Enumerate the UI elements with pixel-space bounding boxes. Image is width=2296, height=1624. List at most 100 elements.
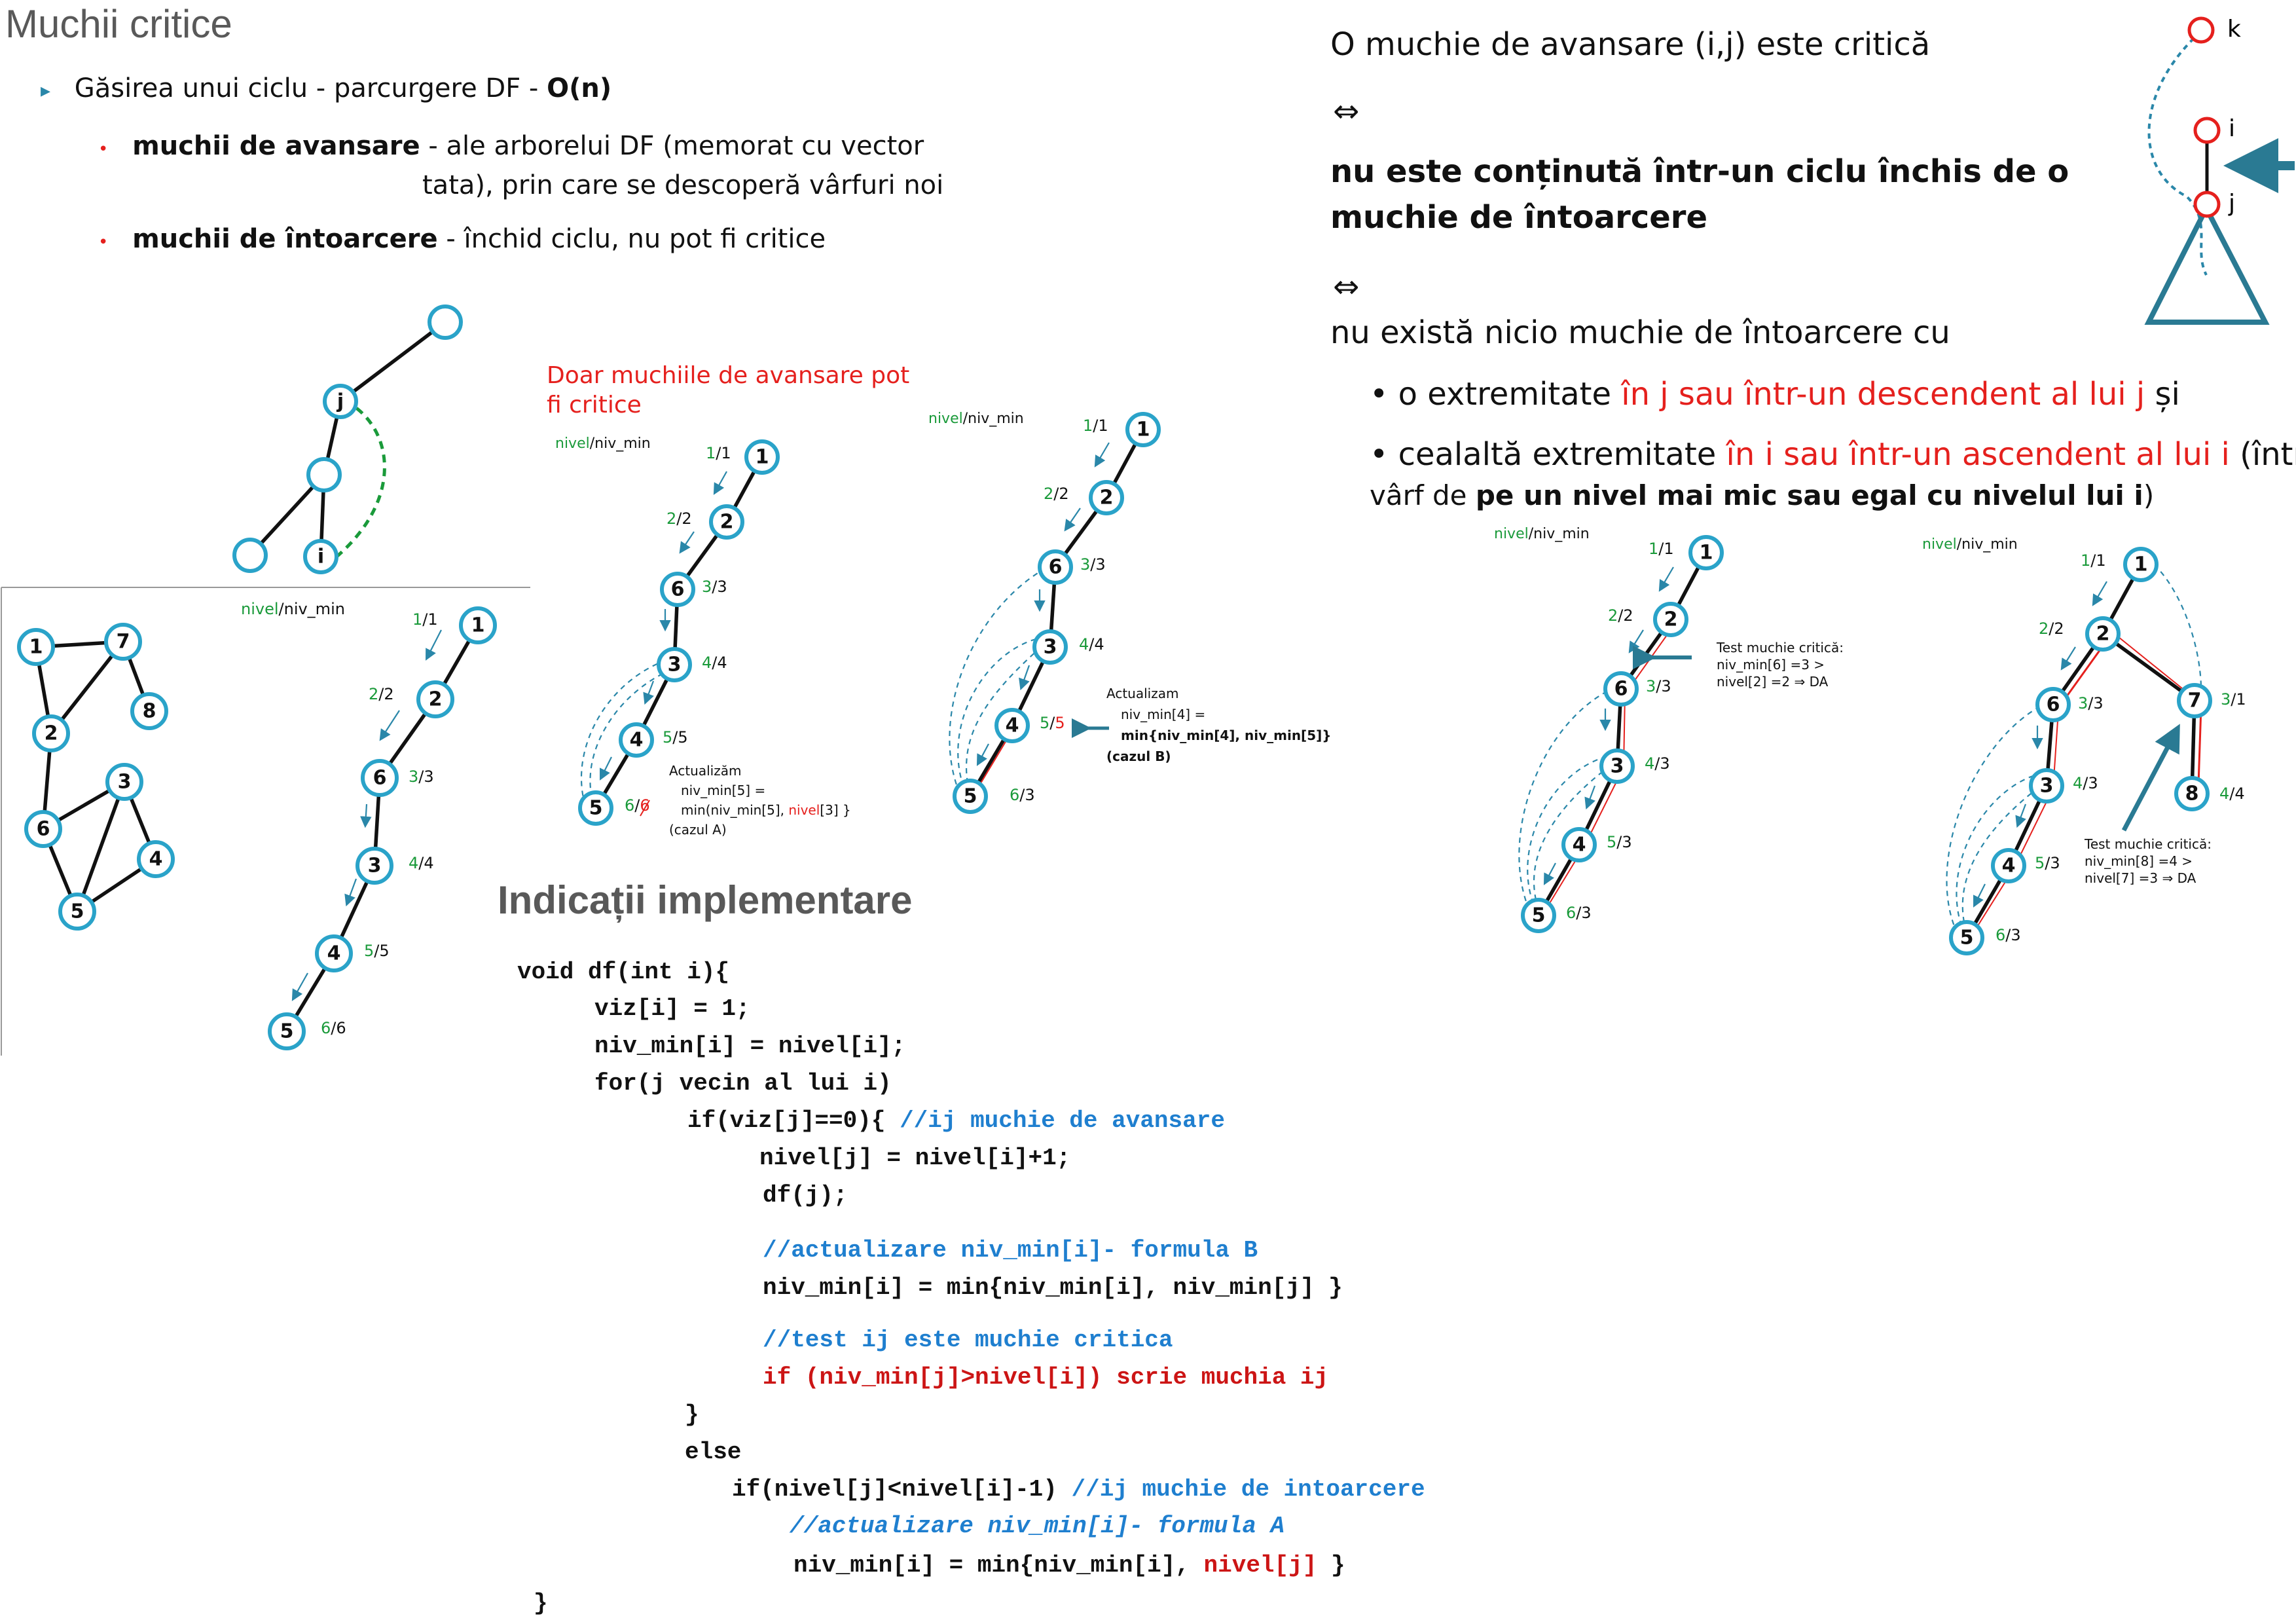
graph-node-label: 7	[117, 631, 130, 654]
tree-node-label: 5	[589, 797, 603, 820]
back-edge	[580, 661, 661, 806]
code-line-15: //actualizare niv_min[i]- formula A	[790, 1513, 1285, 1540]
condition-bullet-i-line2-a: vârf de	[1370, 479, 1476, 511]
back-edge	[957, 638, 1036, 788]
tree-node-label: 4	[327, 942, 341, 965]
traversal-arrow	[344, 878, 357, 907]
traversal-arrow	[976, 743, 989, 766]
code-line-16-code: niv_min[i] = min{niv_min[i],	[793, 1552, 1204, 1579]
condition-bullet-i-line2-c: )	[2143, 479, 2155, 511]
code-line-2: viz[i] = 1;	[594, 995, 750, 1022]
bullet-find-cycle-text: Găsirea unui ciclu - parcurgere DF -	[74, 73, 547, 103]
tree2-heading-line2: fi critice	[547, 392, 642, 418]
level-value: 5	[663, 728, 672, 747]
tree-node	[660, 572, 695, 607]
complexity-label: O(n)	[547, 73, 612, 103]
level-value: 3	[409, 767, 418, 786]
tree-node	[315, 934, 353, 972]
tree4-note-line2: niv_min[6] =3 >	[1717, 657, 1825, 673]
tree2-header-nivel: nivel	[555, 435, 590, 452]
level-value: 3	[1080, 555, 1090, 574]
mini-subtree-triangle	[2144, 202, 2270, 325]
code-line-7: df(j);	[763, 1182, 848, 1209]
condition-bullet-i-red: în i sau într-un ascendent al lui i	[1726, 436, 2230, 473]
traversal-arrow	[1064, 507, 1081, 532]
level-label: 6/6	[625, 796, 650, 815]
back-edges-desc: - închid ciclu, nu pot fi critice	[437, 224, 826, 254]
min-level-value: 6	[640, 796, 649, 815]
tree-node-label: 2	[720, 511, 734, 534]
level-label: 5/3	[2035, 854, 2060, 872]
tree2-note-line3-a: min(niv_min[5],	[681, 802, 788, 818]
level-value: 4	[1079, 635, 1089, 654]
df-tree-5: nivel/niv_min	[1922, 536, 2246, 955]
tree-node	[1653, 602, 1688, 637]
level-value: 1	[2081, 551, 2090, 570]
tree-node	[709, 504, 744, 540]
tree2-note-line4: (cazul A)	[669, 822, 727, 838]
small-tree-node-j	[323, 384, 358, 419]
df-tree-3: nivel/niv_min 1 2 6 3 4	[928, 411, 1332, 814]
tree-node	[657, 647, 692, 682]
small-tree-diagram: j i	[232, 304, 463, 574]
tree-node	[1038, 549, 1073, 585]
tree4-header: nivel/niv_min	[1494, 526, 1590, 542]
min-level-value: 3	[1025, 786, 1034, 804]
equivalence-symbol-1: ⇔	[1333, 93, 1360, 130]
level-label: 1/1	[412, 610, 438, 629]
graph-node	[137, 840, 175, 878]
code-line-11: if (niv_min[j]>nivel[i]) scrie muchia ij	[763, 1364, 1329, 1391]
small-tree-node-i	[303, 539, 338, 574]
level-value: 5	[2035, 854, 2045, 872]
tree-node-label: 6	[1049, 556, 1063, 579]
tree5-note-line3: nivel[7] =3 ⇒ DA	[2085, 870, 2196, 886]
traversal-arrow	[713, 471, 727, 495]
graph-node-label: 8	[143, 700, 156, 723]
level-value: 2	[1044, 485, 1053, 503]
level-value: 6	[1010, 786, 1019, 804]
graph-node	[32, 714, 70, 752]
tree-node	[994, 708, 1030, 743]
tree-node-label: 5	[1960, 927, 1974, 950]
tree4-header-nivel: nivel	[1494, 526, 1529, 542]
code-line-6: nivel[j] = nivel[i]+1;	[759, 1145, 1071, 1172]
tree-node	[1949, 920, 1984, 955]
tree-node-label: 1	[2134, 553, 2148, 576]
tree-node-label: 2	[2096, 623, 2110, 646]
tree-node-label: 4	[630, 729, 644, 752]
condition-bullet-i-line2: vârf de pe un nivel mai mic sau egal cu …	[1370, 479, 2154, 511]
df-tree-1: nivel/niv_min 1 2 6 3 4 5 1/1 2/2	[241, 600, 497, 1050]
tree5-header-nivel: nivel	[1922, 536, 1957, 553]
mini-node-i	[2193, 117, 2221, 144]
graph-node-label: 5	[71, 900, 84, 923]
level-label: 6/3	[1995, 926, 2021, 944]
code-line-16-red: nivel[j]	[1203, 1552, 1317, 1579]
min-level-value: 3	[1622, 833, 1631, 851]
code-line-14: if(nivel[j]<nivel[i]-1) //ij muchie de i…	[732, 1476, 1425, 1503]
min-level-value: 3	[1660, 754, 1669, 773]
tree-node	[416, 680, 454, 718]
tree-node	[2177, 683, 2212, 718]
tree-node-label: 4	[1006, 714, 1019, 737]
tree1-header: nivel/niv_min	[241, 600, 345, 618]
min-level-value: 3	[2088, 774, 2098, 792]
tree-node-label: 7	[2188, 690, 2202, 712]
tree-node-label: 2	[1100, 487, 1114, 509]
code-line-4: for(j vecin al lui i)	[594, 1070, 892, 1097]
tree-node	[459, 606, 497, 644]
level-label: 5/5	[1040, 714, 1065, 732]
min-level-value: 4	[2234, 784, 2244, 803]
level-value: 4	[702, 654, 712, 672]
code-line-13: else	[685, 1439, 742, 1466]
level-label: 3/3	[1646, 677, 1671, 695]
level-value: 1	[706, 444, 716, 462]
tree-node-label: 3	[1611, 755, 1624, 778]
mini-label-k: k	[2227, 16, 2241, 43]
forward-edges-term: muchii de avansare	[132, 131, 420, 161]
condition-bullet-i-b: (într-un	[2240, 436, 2296, 473]
forward-edges-desc-line2: tata), prin care se descoperă vârfuri no…	[422, 170, 944, 200]
code-line-14-comment: //ij muchie de intoarcere	[1071, 1476, 1425, 1503]
tree-node-label: 6	[2047, 693, 2060, 716]
graph-node	[104, 623, 142, 661]
